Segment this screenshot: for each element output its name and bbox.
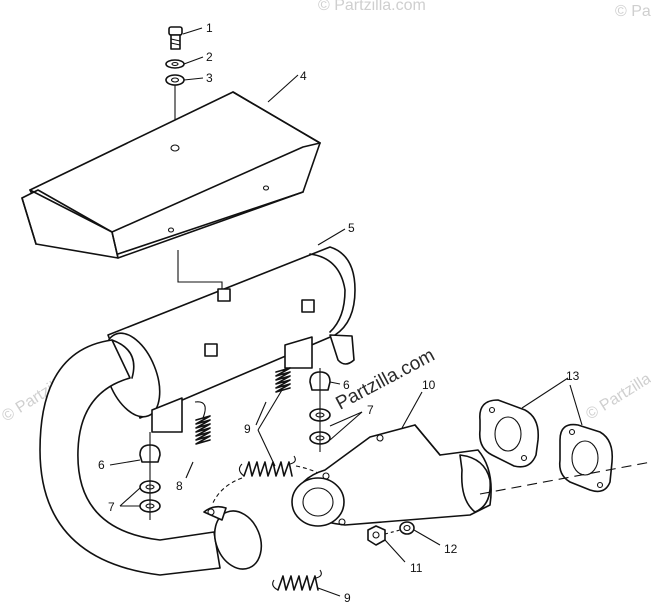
muffler-part-5 (103, 246, 356, 433)
watermark-right: © Partzilla.com (583, 352, 651, 424)
spring-part-8 (194, 401, 211, 445)
manifold-part-10 (291, 424, 492, 527)
washer-part-3 (165, 74, 185, 86)
heat-shield-part-4 (21, 91, 321, 259)
spring-hook-dashed (211, 477, 243, 506)
nut-part-11 (367, 525, 386, 546)
callout-13: 13 (566, 369, 580, 383)
watermark-corner: © Partzilla.com (615, 3, 651, 20)
spring-part-9-lower (272, 569, 322, 591)
callout-6-right: 6 (343, 378, 350, 392)
washer-part-2 (165, 59, 185, 69)
callout-2: 2 (206, 50, 213, 64)
shield-to-muffler-line (177, 250, 223, 292)
gasket-part-13-left (478, 399, 540, 468)
washer-part-12 (399, 521, 415, 535)
callout-3: 3 (206, 71, 213, 85)
callout-8: 8 (176, 479, 183, 493)
callout-7-left: 7 (108, 500, 115, 514)
spring-part-9-middle (238, 455, 296, 477)
callout-9-upper: 9 (244, 422, 251, 436)
center-axis-dashed (479, 461, 651, 495)
spring-part-9-upper (275, 367, 291, 393)
stud-dashed-line (384, 529, 401, 535)
callout-9-lower: 9 (344, 591, 351, 605)
callout-11: 11 (410, 561, 423, 575)
gasket-part-13-right (558, 423, 614, 493)
callout-1: 1 (206, 21, 213, 35)
callout-4: 4 (300, 69, 307, 83)
leader-lines (109, 27, 583, 597)
callout-12: 12 (444, 542, 458, 556)
callout-6-left: 6 (98, 458, 105, 472)
callout-5: 5 (348, 221, 355, 235)
watermark-top: © Partzilla.com (318, 0, 426, 14)
bolt-part-1 (168, 26, 183, 50)
exhaust-pipe (39, 339, 263, 576)
callout-10: 10 (422, 378, 436, 392)
callout-7-right: 7 (367, 403, 374, 417)
